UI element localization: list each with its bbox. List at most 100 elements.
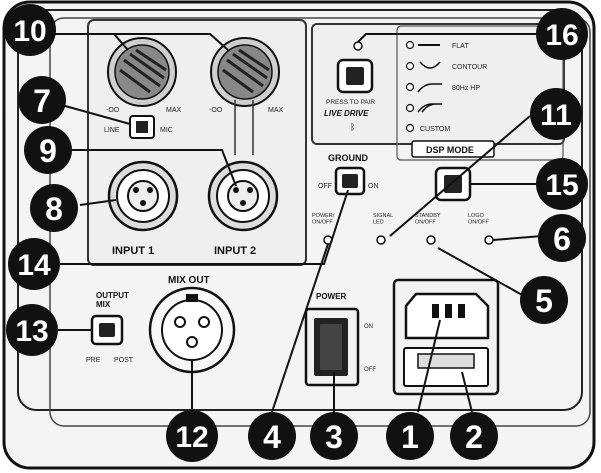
output-pre-label: PRE: [86, 357, 101, 364]
dsp-mode-button-cap: [444, 175, 462, 193]
leader-1: [417, 319, 441, 413]
mix-out-label: MIX OUT: [168, 275, 210, 286]
callout-6-number: 6: [553, 221, 571, 257]
callout-8-number: 8: [45, 191, 63, 227]
dsp-flat-led: [405, 40, 415, 50]
callout-4-number: 4: [263, 419, 281, 455]
leader-10: [48, 33, 229, 51]
callout-13-number: 13: [15, 315, 48, 348]
bluetooth-led: [353, 41, 363, 51]
standby-led: [426, 235, 436, 245]
power-led-label: POWER/ON/OFF: [312, 213, 335, 225]
callout-1-number: 1: [401, 419, 419, 455]
leader-5: [437, 247, 525, 297]
callout-14-number: 14: [17, 249, 51, 282]
ground-off-label: OFF: [318, 183, 332, 190]
knob1-max-label: MAX: [166, 107, 182, 114]
input1-combo-jack[interactable]: [107, 160, 179, 232]
callout-7-number: 7: [33, 83, 51, 119]
callout-13: 13: [6, 304, 58, 356]
dsp-custom-led: [405, 123, 415, 133]
leader-14: [60, 189, 349, 265]
callout-10-number: 10: [13, 15, 46, 48]
fourth-curve-icon: [417, 103, 442, 113]
line-label: LINE: [104, 127, 120, 134]
leader-4: [271, 243, 329, 413]
mic-label: MIC: [160, 127, 173, 134]
logo-led: [484, 235, 494, 245]
pair-button-cap: [346, 67, 364, 85]
ground-on-label: ON: [368, 183, 379, 190]
ground-label: GROUND: [328, 153, 368, 163]
callout-12: 12: [166, 410, 218, 462]
live-drive-label: LIVE DRIVE: [324, 109, 369, 118]
callout-2-number: 2: [465, 419, 483, 455]
callout-7: 7: [18, 76, 66, 124]
leader-2: [461, 371, 473, 413]
leader-7: [57, 103, 131, 125]
callout-4: 4: [248, 412, 296, 460]
input1-label: INPUT 1: [112, 245, 154, 257]
callout-10: 10: [4, 4, 56, 56]
channel-divider: [234, 100, 254, 155]
fuse-holder: [417, 353, 475, 369]
input2-combo-jack[interactable]: [207, 160, 279, 232]
power-off-label: OFF: [364, 367, 376, 373]
callout-15-number: 15: [545, 169, 578, 202]
callout-12-number: 12: [175, 421, 208, 454]
panel-inner-border: [17, 9, 583, 411]
leader-lines: [48, 33, 543, 413]
knob2-min-label: -OO: [209, 107, 223, 114]
power-on-label: ON: [364, 324, 373, 330]
dsp-flat-label: FLAT: [452, 43, 469, 50]
ac-pin-center: [445, 304, 452, 318]
callout-6: 6: [538, 214, 586, 262]
callout-5-number: 5: [535, 283, 553, 319]
power-label: POWER: [316, 292, 346, 301]
input1-gain-knob[interactable]: [107, 37, 177, 107]
callout-5: 5: [520, 276, 568, 324]
dsp-contour-led: [405, 61, 415, 71]
output-mix-switch-cap: [99, 323, 115, 337]
callout-15: 15: [536, 158, 588, 210]
power-switch-rocker: [320, 324, 342, 370]
callout-3: 3: [310, 412, 358, 460]
line-mic-switch-cap: [136, 121, 148, 133]
leader-16: [357, 33, 536, 43]
contour-curve-icon: [419, 61, 441, 69]
leader-9: [72, 149, 237, 187]
leader-11: [389, 115, 531, 237]
leader-6: [492, 235, 543, 241]
dsp-custom-label: CUSTOM: [420, 126, 450, 133]
output-post-label: POST: [114, 357, 134, 364]
ground-switch-cap: [342, 174, 358, 188]
callout-16-number: 16: [545, 19, 578, 52]
bluetooth-icon: ᛒ: [350, 122, 355, 132]
callout-9: 9: [24, 126, 72, 174]
callout-3-number: 3: [325, 419, 343, 455]
callout-11: 11: [530, 88, 582, 140]
knob1-min-label: -OO: [106, 107, 120, 114]
ac-pin-left: [432, 304, 439, 318]
dsp-fourth-led: [405, 103, 415, 113]
input2-gain-knob[interactable]: [210, 37, 280, 107]
callout-1: 1: [386, 412, 434, 460]
dsp-hp-led: [405, 82, 415, 92]
callout-11-number: 11: [540, 99, 572, 132]
callout-8: 8: [30, 184, 78, 232]
dsp-contour-label: CONTOUR: [452, 64, 487, 71]
leader-8: [79, 199, 117, 206]
ac-pin-right: [458, 304, 465, 318]
hp-curve-icon: [417, 83, 442, 93]
signal-led: [376, 235, 386, 245]
callout-16: 16: [536, 8, 588, 60]
callout-9-number: 9: [39, 133, 57, 169]
callout-14: 14: [8, 238, 60, 290]
mix-out-xlr-jack[interactable]: [148, 286, 236, 374]
knob2-max-label: MAX: [268, 107, 284, 114]
input2-label: INPUT 2: [214, 245, 256, 257]
